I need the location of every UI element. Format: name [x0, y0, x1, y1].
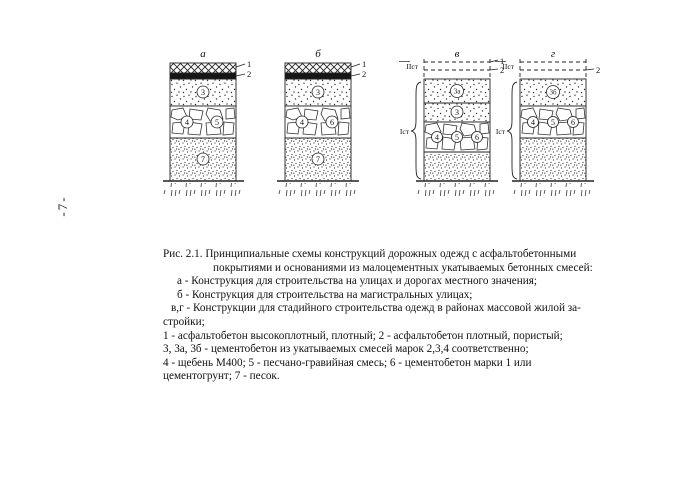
- subgrade-hatching: [277, 183, 359, 196]
- layer1-callout: 1: [247, 59, 251, 69]
- layer5-number: 5: [455, 133, 459, 142]
- layer6-number: 6: [571, 118, 575, 127]
- layer2-callout: 2: [500, 65, 504, 75]
- layer3-number: 3: [455, 108, 459, 117]
- layer-sand: [519, 137, 587, 182]
- caption-item-vg-cont: стройки;: [163, 315, 205, 328]
- layer4-number: 4: [185, 118, 189, 127]
- diagram-v-letter: в: [455, 48, 460, 60]
- layer4-number: 4: [531, 118, 535, 127]
- subgrade-hatching: [162, 183, 244, 196]
- diagram-v: в IIст Iст 1 2 3а 3 4 5 6: [399, 48, 504, 196]
- caption-item-vg: в,г - Конструкции для стадийного строите…: [171, 302, 581, 315]
- layer2-callout: 2: [596, 65, 600, 75]
- figure-2-1-diagrams: а 1 2 3 4 5 7 б 1 2 3: [162, 46, 623, 218]
- layer-asphalt-porous: [284, 72, 352, 80]
- layer3-number: 3: [316, 88, 320, 97]
- pavement-cross-sections-svg: а 1 2 3 4 5 7 б 1 2 3: [162, 48, 600, 196]
- layer3a-number: 3а: [454, 88, 462, 96]
- caption-title-line2: покрытиями и основаниями из малоцементны…: [213, 261, 593, 274]
- caption-legend-3: 3, 3а, 3б - цементобетон из укатываемых …: [163, 343, 529, 356]
- stage2-label: IIст: [406, 62, 418, 71]
- diagram-g-letter: г: [551, 48, 556, 60]
- caption-item-b: б - Конструкция для строительства на маг…: [177, 288, 473, 301]
- layer2-callout: 2: [362, 69, 366, 79]
- diagram-b-letter: б: [315, 48, 321, 60]
- layer5-number: 5: [215, 118, 219, 127]
- stage1-brace: [506, 81, 518, 180]
- layer-asphalt-dense: [284, 62, 352, 74]
- layer4-number: 4: [435, 133, 439, 142]
- diagram-b: б 1 2 3 4 6 7: [277, 48, 366, 196]
- caption-legend-7: цементогрунт; 7 - песок.: [163, 370, 280, 383]
- stage1-label: Iст: [496, 127, 506, 136]
- subgrade-hatching: [512, 183, 594, 196]
- layer1-callout: 1: [362, 59, 366, 69]
- stage2-label: IIст: [502, 62, 514, 71]
- layer3-number: 3: [201, 88, 205, 97]
- layer2-callout: 2: [247, 69, 251, 79]
- layer3b-number: 3б: [549, 89, 557, 97]
- layer7-number: 7: [201, 155, 205, 164]
- page-number: -7-: [55, 195, 70, 217]
- stage1-label: Iст: [400, 127, 410, 136]
- figure-caption: Рис. 2.1. Принципиальные схемы конструкц…: [163, 248, 593, 384]
- caption-legend-1-2: 1 - асфальтобетон высокоплотный, плотный…: [163, 329, 563, 342]
- subgrade-hatching: [416, 183, 498, 196]
- layer-asphalt-porous: [169, 72, 237, 80]
- stage1-brace: [410, 81, 422, 180]
- layer6-number: 6: [330, 118, 334, 127]
- layer-asphalt-dense: [169, 62, 237, 74]
- caption-legend-4-5-6: 4 - щебень М400; 5 - песчано-гравийная с…: [163, 356, 532, 369]
- caption-item-a: а - Конструкция для строительства на ули…: [177, 275, 537, 288]
- diagram-a-letter: а: [200, 48, 206, 60]
- diagram-g: г IIст Iст 2 3б 4 5 6: [495, 48, 600, 196]
- caption-title-line1: Рис. 2.1. Принципиальные схемы конструкц…: [163, 248, 577, 260]
- layer1-callout: 1: [500, 56, 504, 66]
- layer4-number: 4: [300, 118, 304, 127]
- layer6-number: 6: [475, 133, 479, 142]
- layer5-number: 5: [551, 118, 555, 127]
- layer-sand: [423, 151, 491, 182]
- diagram-a: а 1 2 3 4 5 7: [162, 48, 251, 196]
- layer7-number: 7: [316, 155, 320, 164]
